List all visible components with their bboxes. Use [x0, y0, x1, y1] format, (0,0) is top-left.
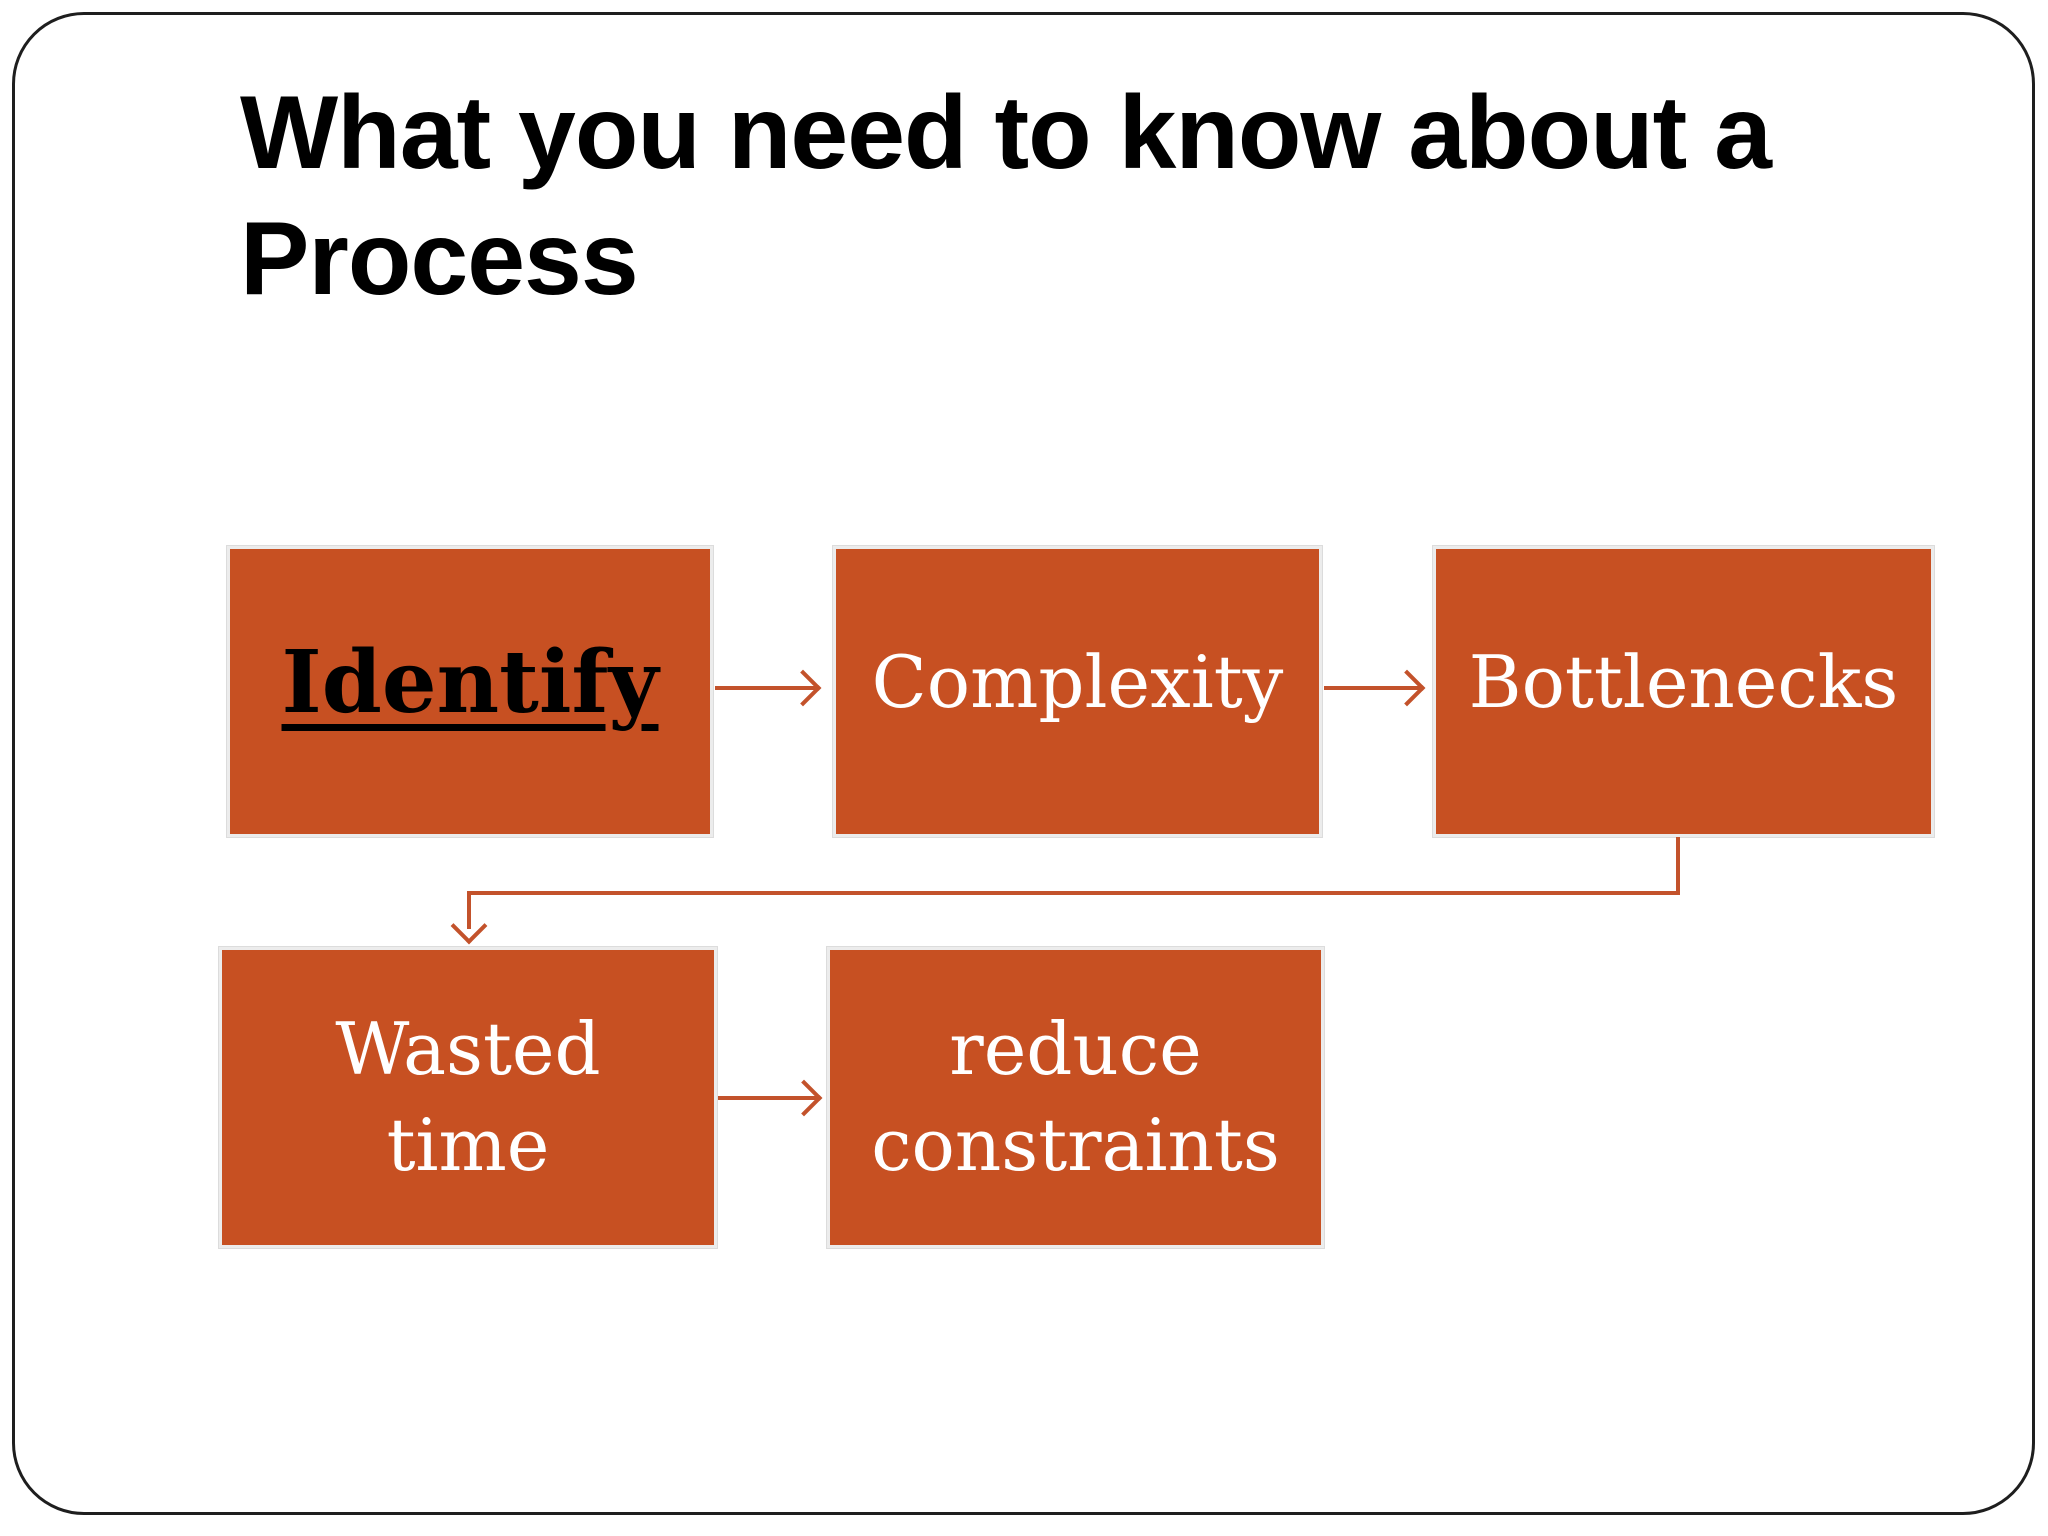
- connector-line: [467, 895, 471, 929]
- connector-line: [1676, 837, 1680, 895]
- flow-box-bottlenecks-label: Bottlenecks: [1468, 639, 1899, 724]
- flow-box-wasted-time-label: Wasted time: [335, 1007, 601, 1187]
- arrowhead-down-icon: [450, 907, 488, 945]
- arrowhead-right-icon: [785, 1079, 823, 1117]
- flow-box-reduce-constraints-label: reduce constraints: [871, 1007, 1280, 1187]
- flow-box-complexity-label: Complexity: [871, 639, 1284, 724]
- flow-box-bottlenecks: Bottlenecks: [1433, 546, 1934, 837]
- flow-box-identify-label: Identify: [281, 631, 659, 733]
- flow-box-complexity: Complexity: [833, 546, 1322, 837]
- flow-box-identify: Identify: [227, 546, 713, 837]
- flow-box-wasted-time: Wasted time: [219, 947, 717, 1248]
- connector-line: [467, 891, 1680, 895]
- connector-line: [715, 686, 817, 690]
- connector-line: [718, 1096, 818, 1100]
- slide-title: What you need to know about a Process: [240, 75, 1772, 317]
- connector-line: [1324, 686, 1421, 690]
- arrowhead-right-icon: [1388, 669, 1426, 707]
- arrowhead-right-icon: [784, 669, 822, 707]
- flow-box-reduce-constraints: reduce constraints: [827, 947, 1324, 1248]
- slide-frame: What you need to know about a Process Id…: [12, 12, 2035, 1515]
